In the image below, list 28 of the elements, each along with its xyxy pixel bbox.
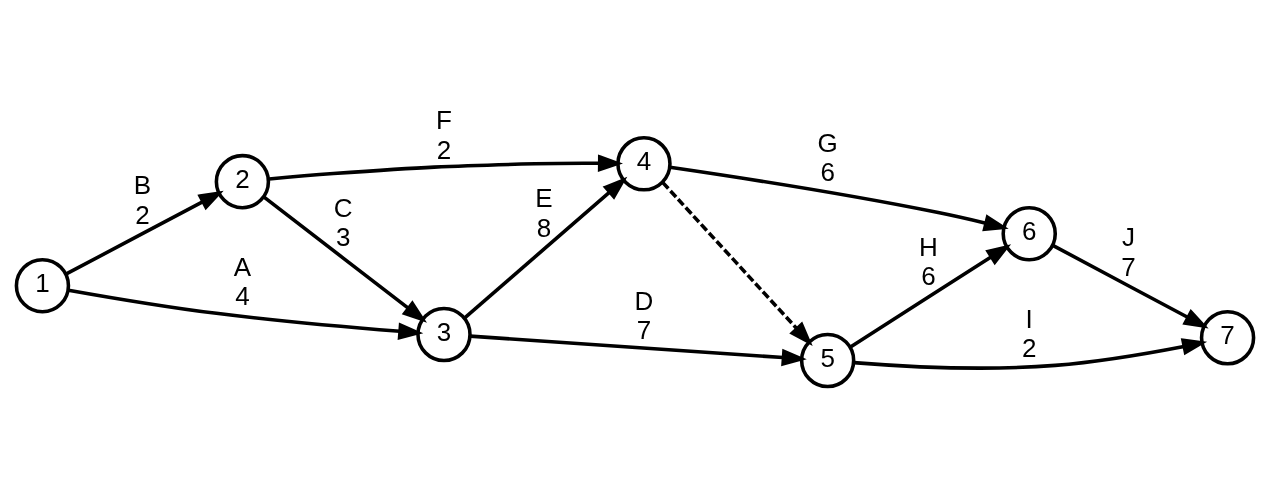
edge-label: D 7 bbox=[634, 285, 654, 345]
arrow bbox=[68, 287, 424, 340]
arrow bbox=[669, 165, 1009, 231]
arrow bbox=[469, 333, 807, 366]
arrow bbox=[65, 190, 224, 276]
arrow bbox=[268, 154, 623, 181]
arrow bbox=[849, 243, 1012, 348]
edge-label: J 7 bbox=[1121, 221, 1136, 282]
edge-label: F 2 bbox=[436, 104, 452, 165]
node-circle: 1 bbox=[14, 257, 71, 313]
edge-label: A 4 bbox=[233, 251, 252, 311]
arrow bbox=[463, 176, 628, 319]
edge-label: B 2 bbox=[133, 169, 152, 230]
node-circle: 7 bbox=[1199, 309, 1256, 366]
arrow bbox=[661, 180, 813, 346]
edge-label: G 6 bbox=[817, 127, 838, 187]
node-circle: 4 bbox=[616, 135, 672, 192]
edge-label: C 3 bbox=[333, 192, 353, 252]
node-circle: 6 bbox=[1001, 205, 1058, 261]
edge-label: I 2 bbox=[1022, 303, 1037, 363]
node-circle: 2 bbox=[214, 153, 271, 209]
node-circle: 5 bbox=[799, 332, 856, 388]
edge-label: E 8 bbox=[535, 182, 553, 243]
arrow bbox=[262, 194, 427, 323]
arrow bbox=[1052, 243, 1209, 328]
arrow bbox=[853, 337, 1208, 370]
node-circle: 3 bbox=[416, 306, 472, 362]
edge-label: H 6 bbox=[919, 231, 938, 291]
